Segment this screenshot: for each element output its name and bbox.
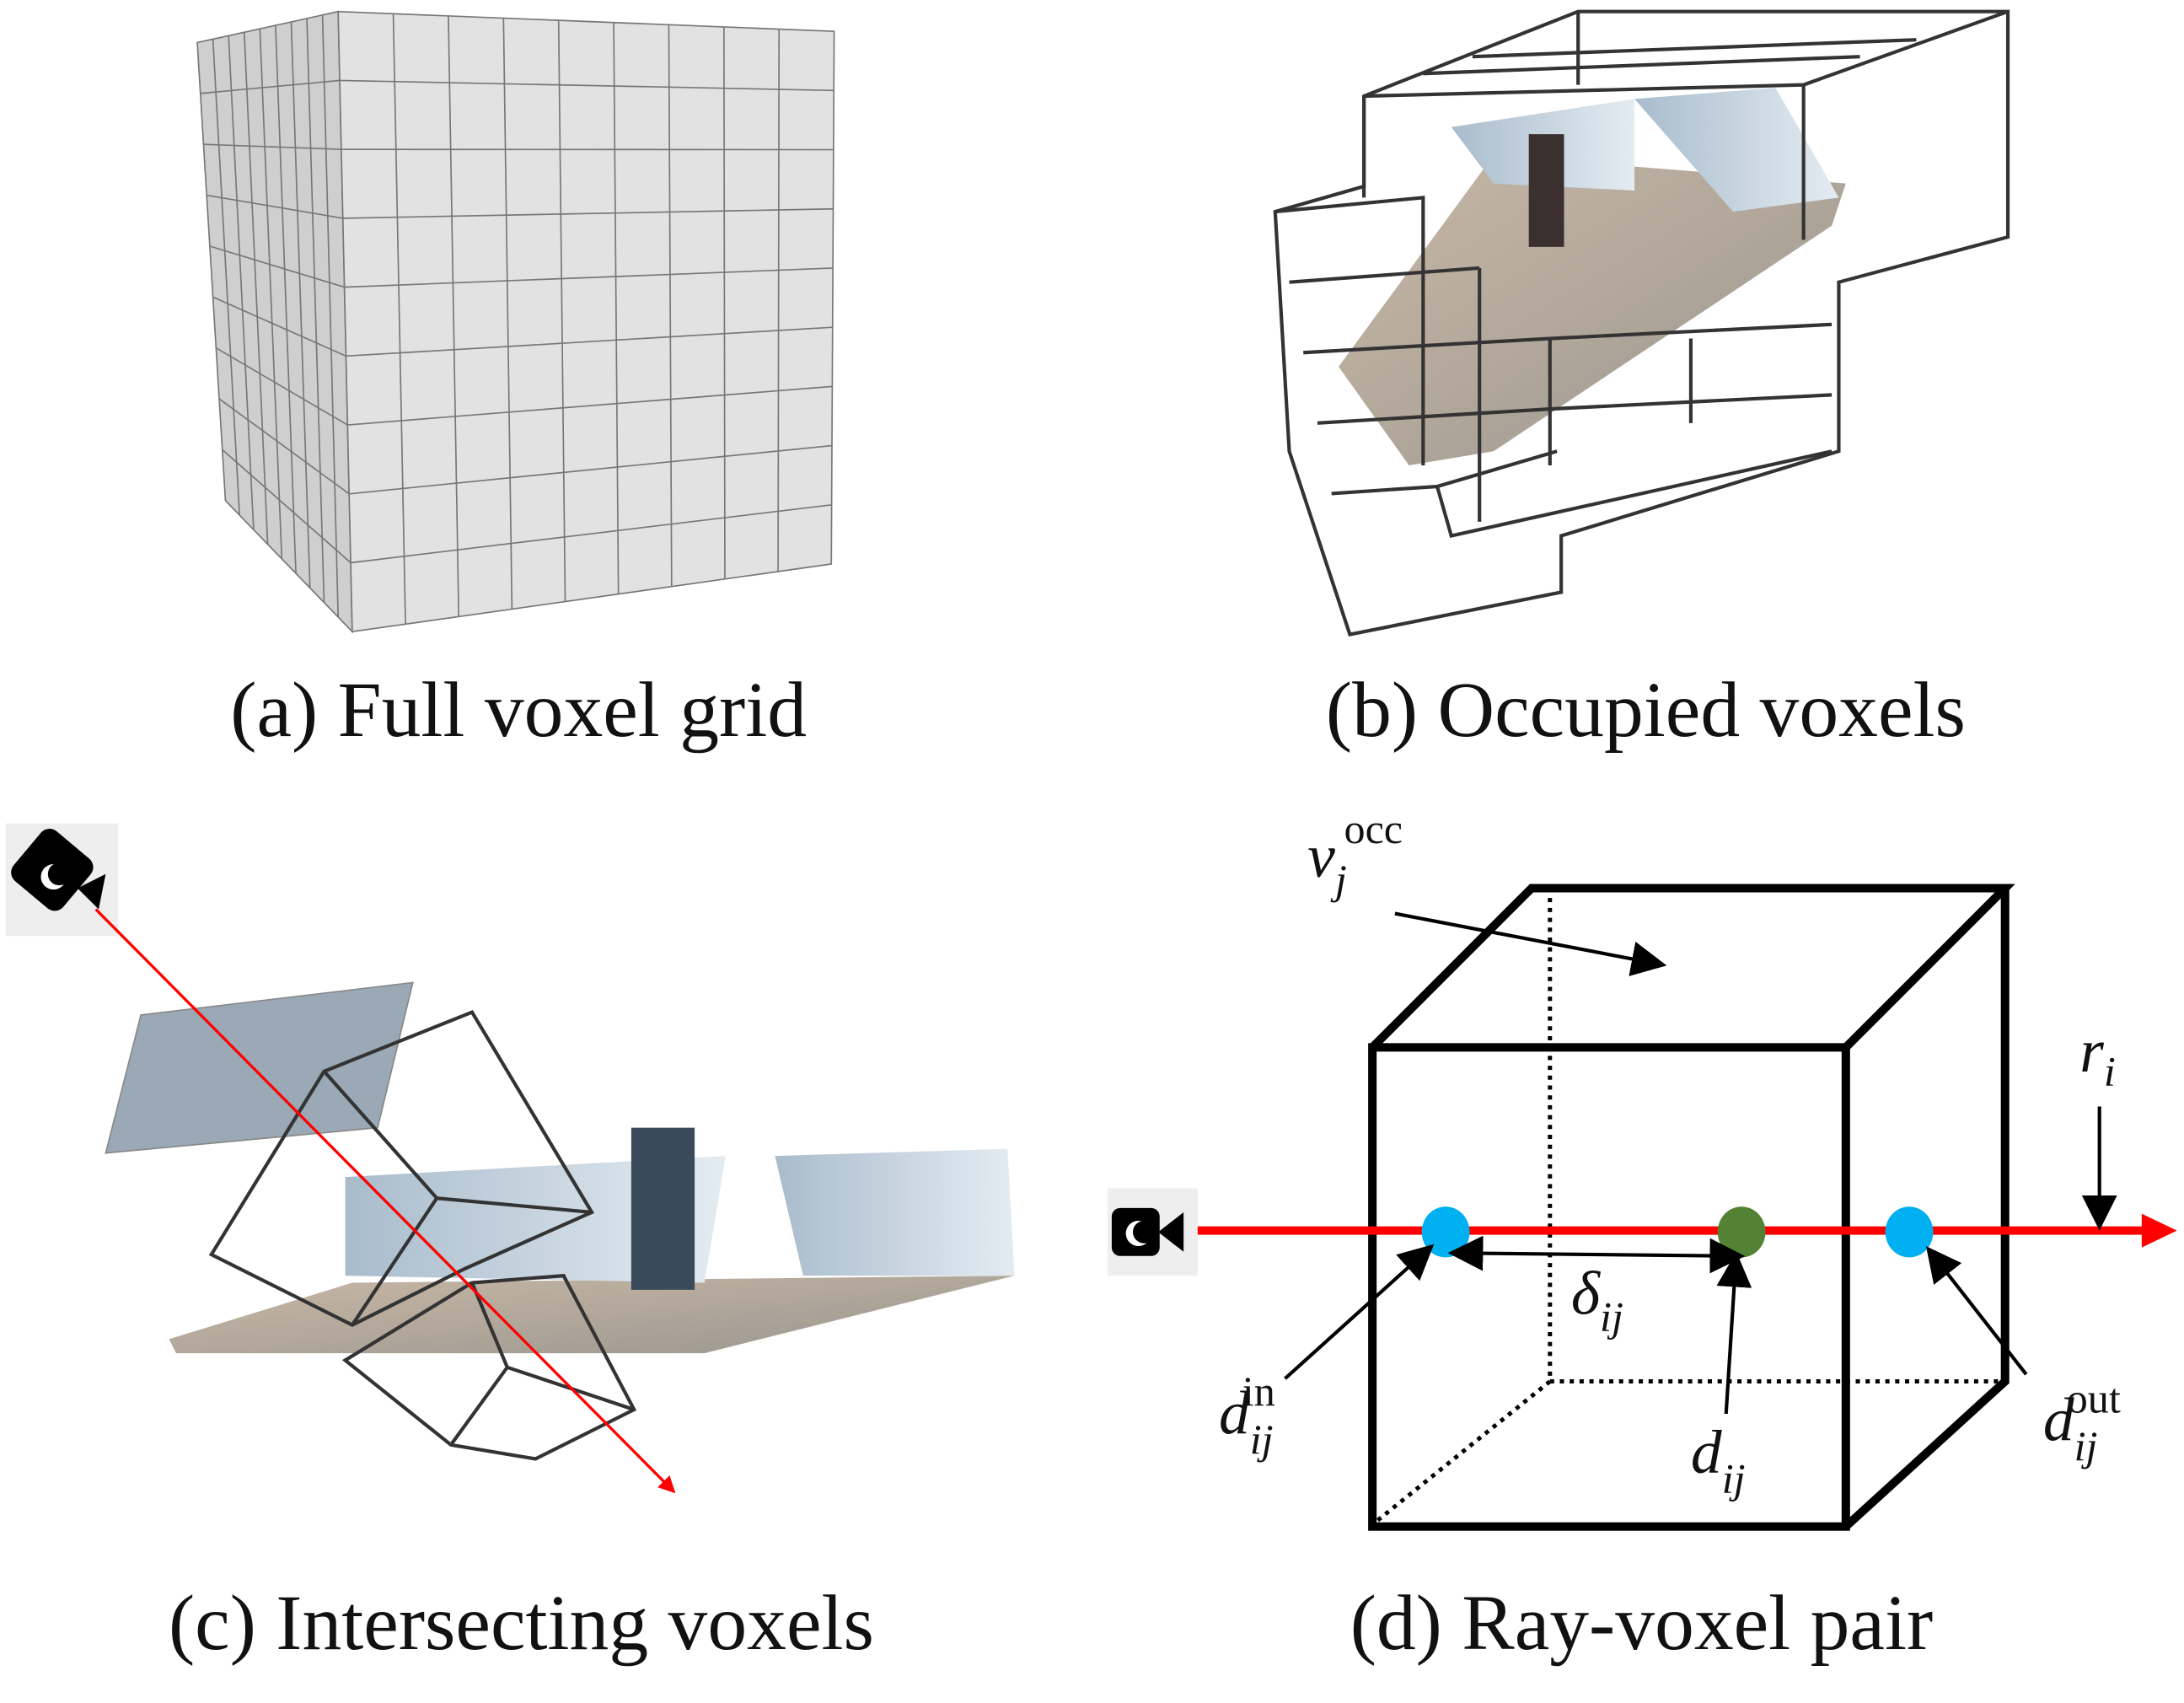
label-delta: δij	[1571, 1258, 1623, 1340]
caption-b: (b) Occupied voxels	[1326, 667, 1966, 754]
point-cloud-person	[1528, 134, 1564, 247]
annotation-arrows	[1284, 911, 2117, 1415]
label-d: dij	[1691, 1417, 1746, 1502]
grid-line-front	[349, 444, 833, 495]
panel-a-voxel-grid	[196, 10, 835, 634]
caption-d: (d) Ray-voxel pair	[1350, 1580, 1933, 1667]
image-plane	[105, 981, 414, 1154]
label-d-in: dijin	[1219, 1367, 1275, 1463]
camera-icon	[1107, 1188, 1198, 1276]
voxel-wireframes	[1273, 9, 2010, 637]
panel-c-intersecting-voxels	[5, 823, 1015, 1494]
point-cloud-floor	[1339, 155, 1846, 465]
grid-line-front	[448, 15, 460, 617]
grid-line-front	[613, 22, 620, 594]
grid-line-side	[259, 29, 283, 559]
grid-line-side	[306, 18, 325, 603]
grid-line-front	[502, 18, 513, 610]
grid-line-front	[342, 207, 834, 219]
panel-d-ray-voxel-pair: vjocc ri δij dijin dij dijout	[1107, 805, 2177, 1531]
grid-line-front	[557, 20, 566, 602]
grid-line-front	[344, 267, 834, 288]
label-r: ri	[2079, 1016, 2116, 1095]
camera-ray	[94, 908, 676, 1494]
grid-line-side	[243, 32, 269, 545]
voxel-wireframes	[208, 1009, 637, 1461]
grid-line-side	[290, 21, 311, 588]
grid-line-side	[218, 398, 350, 495]
grid-line-front	[392, 13, 406, 625]
grid-line-side	[212, 296, 346, 357]
grid-line-side	[209, 245, 345, 288]
caption-a: (a) Full voxel grid	[230, 667, 807, 754]
point-cloud-floor	[169, 1276, 1015, 1354]
point-cloud-wall-right	[775, 1148, 1015, 1276]
grid-line-front	[350, 503, 832, 564]
grid-line-side	[200, 79, 341, 94]
sample-point	[1717, 1206, 1766, 1258]
grid-line-side	[275, 25, 297, 574]
point-cloud-wall	[345, 1156, 726, 1283]
grid-line-front	[347, 385, 833, 426]
point-cloud-person	[631, 1127, 695, 1290]
voxel-cube	[1368, 884, 2015, 1531]
grid-line-side	[321, 14, 340, 617]
grid-line-front	[346, 326, 833, 357]
caption-c: (c) Intersecting voxels	[169, 1580, 874, 1667]
grid-line-side	[203, 143, 341, 151]
ray-arrowhead	[2141, 1213, 2177, 1248]
point-cloud-wall-right	[1634, 87, 1839, 212]
grid-line-front	[777, 29, 781, 572]
grid-line-side	[228, 35, 255, 530]
grid-line-side	[222, 449, 351, 564]
grid-line-side	[212, 39, 241, 516]
label-d-out: dijout	[2043, 1374, 2121, 1469]
grid-line-side	[215, 347, 348, 426]
grid-line-side	[207, 194, 343, 219]
panel-b-occupied-voxels	[1273, 9, 2010, 637]
grid-line-front	[723, 26, 726, 579]
grid-line-front	[668, 24, 673, 587]
camera-icon	[5, 823, 119, 937]
grid-line-front	[340, 79, 834, 92]
label-v-occ: vjocc	[1307, 805, 1403, 903]
exit-point	[1885, 1206, 1934, 1258]
